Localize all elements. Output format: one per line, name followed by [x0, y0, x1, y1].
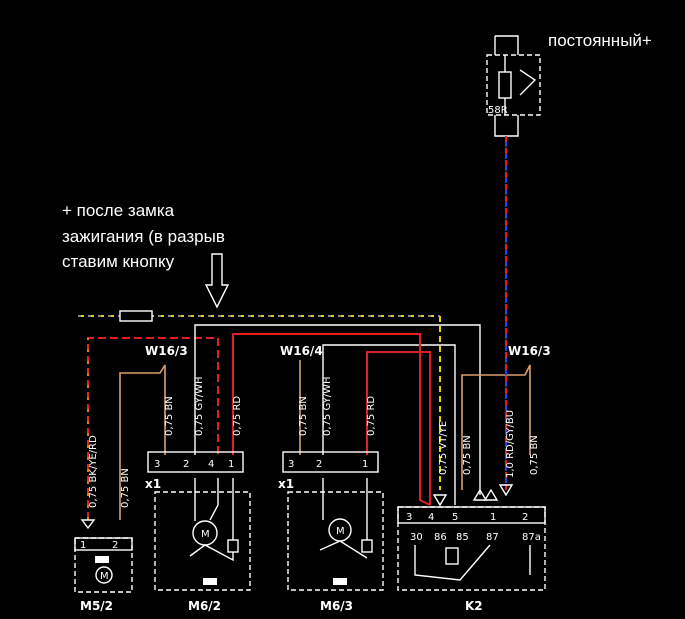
m62-pin-3: 3: [154, 459, 160, 470]
component-m63: 3 2 1 x1 M M6/3: [278, 451, 384, 613]
component-k2: 3 4 5 1 2 30 86 85 87 87a K2: [397, 506, 546, 613]
wire-label-k2-bn: 0,75 BN: [462, 435, 473, 475]
m63-pin-2: 2: [316, 459, 322, 470]
k2-pin-5: 5: [452, 512, 458, 523]
k2-term-30: 30: [410, 532, 423, 543]
wire-label-m62-gywh: 0,75 GY/WH: [194, 376, 205, 436]
label-m63: M6/3: [320, 599, 353, 613]
k2-term-85: 85: [456, 532, 469, 543]
m63-pin-1: 1: [362, 459, 368, 470]
k2-pin-2: 2: [522, 512, 528, 523]
wire-label-m52-a: 0,75 BK/YE/RD: [88, 435, 99, 508]
m62-pin-4: 4: [208, 459, 214, 470]
ignition-arrow-icon: [204, 253, 230, 309]
k2-term-87a: 87a: [522, 532, 541, 543]
fuse-box: 58R: [486, 35, 541, 137]
fuse-58r-label: 58R: [488, 105, 508, 116]
k2-pin-1: 1: [490, 512, 496, 523]
connector-w16-4: W16/4: [280, 344, 323, 358]
wire-label-m62-rd: 0,75 RD: [232, 396, 243, 436]
wire-label-m62-bn: 0,75 BN: [164, 396, 175, 436]
component-m52: 1 2 M M5/2: [74, 537, 133, 613]
constant-plus-note: постоянный+: [548, 31, 652, 50]
wire-label-m63-bn: 0,75 BN: [298, 396, 309, 436]
ignition-note-line1: + после замка: [62, 201, 175, 220]
k2-coil-icon: [445, 547, 459, 565]
wire-label-m63-rd: 0,75 RD: [366, 396, 377, 436]
m62-x1-label: x1: [145, 477, 161, 491]
m63-pin-3: 3: [288, 459, 294, 470]
k2-pin-4: 4: [428, 512, 434, 523]
wire-label-k2-rdgybu: 1,0 RD/GY/BU: [505, 410, 516, 478]
m63-x1-label: x1: [278, 477, 294, 491]
svg-text:M: M: [201, 529, 210, 540]
k2-pin-3: 3: [406, 512, 412, 523]
wire-label-k2-vtye: 0,75 VT/YE: [438, 421, 449, 475]
k2-term-87: 87: [486, 532, 499, 543]
svg-text:M: M: [100, 571, 109, 582]
connector-w16-3-right: W16/3: [508, 344, 551, 358]
m52-pin-1: 1: [80, 540, 86, 551]
connector-w16-3-left: W16/3: [145, 344, 188, 358]
wire-label-m52-b: 0,75 BN: [120, 468, 131, 508]
k2-term-86: 86: [434, 532, 447, 543]
m52-pin-2: 2: [112, 540, 118, 551]
svg-text:M: M: [336, 526, 345, 537]
ignition-note-line3: ставим кнопку: [62, 252, 175, 271]
m62-pin-1: 1: [228, 459, 234, 470]
m62-pin-2: 2: [183, 459, 189, 470]
label-m62: M6/2: [188, 599, 221, 613]
inline-fuse-icon: [119, 310, 153, 322]
component-m62: 3 2 4 1 x1 M M6/2: [145, 451, 251, 613]
wire-label-m63-gywh: 0,75 GY/WH: [322, 376, 333, 436]
wire-label-k2-bn2: 0,75 BN: [529, 435, 540, 475]
label-m52: M5/2: [80, 599, 113, 613]
label-k2: K2: [465, 599, 483, 613]
m52-motor-icon: [95, 566, 113, 584]
ignition-note-line2: зажигания (в разрыв: [62, 227, 225, 246]
